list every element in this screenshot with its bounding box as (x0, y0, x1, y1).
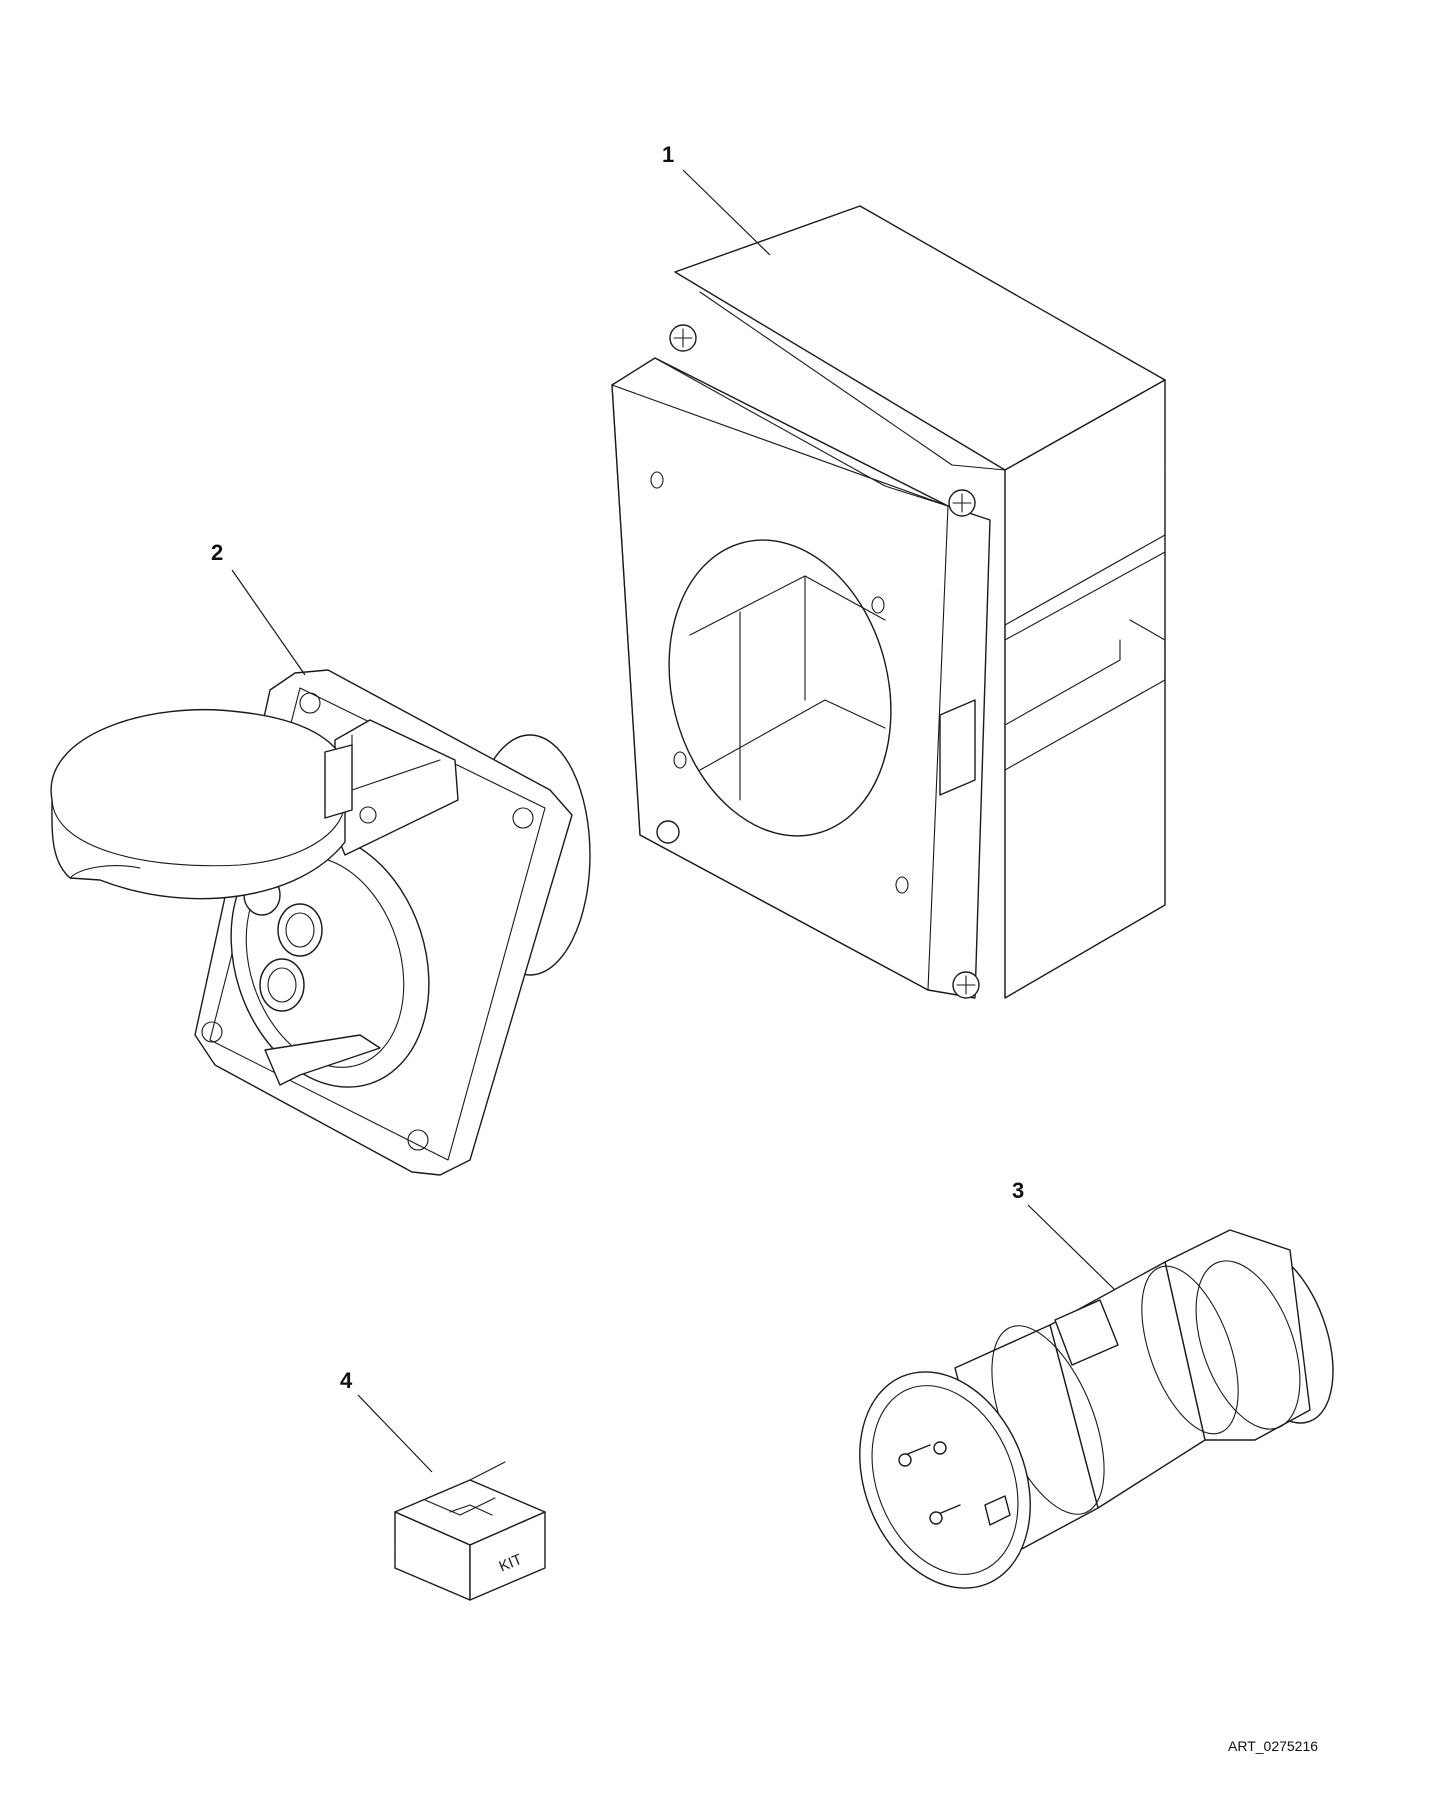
part-4-kit-box (394, 1461, 546, 1601)
leader-line-4 (357, 1394, 433, 1473)
part-2-socket (50, 669, 591, 1176)
part-1-enclosure-box (611, 205, 1166, 999)
callout-1: 1 (662, 142, 675, 167)
callout-3: 3 (1012, 1178, 1025, 1203)
leader-line-1 (682, 169, 771, 256)
art-reference: ART_0275216 (1228, 1738, 1319, 1754)
leader-line-2 (231, 569, 306, 676)
part-3-plug (859, 1229, 1334, 1589)
callout-4: 4 (340, 1368, 353, 1393)
leader-line-3 (1027, 1204, 1116, 1291)
callout-2: 2 (211, 540, 224, 565)
